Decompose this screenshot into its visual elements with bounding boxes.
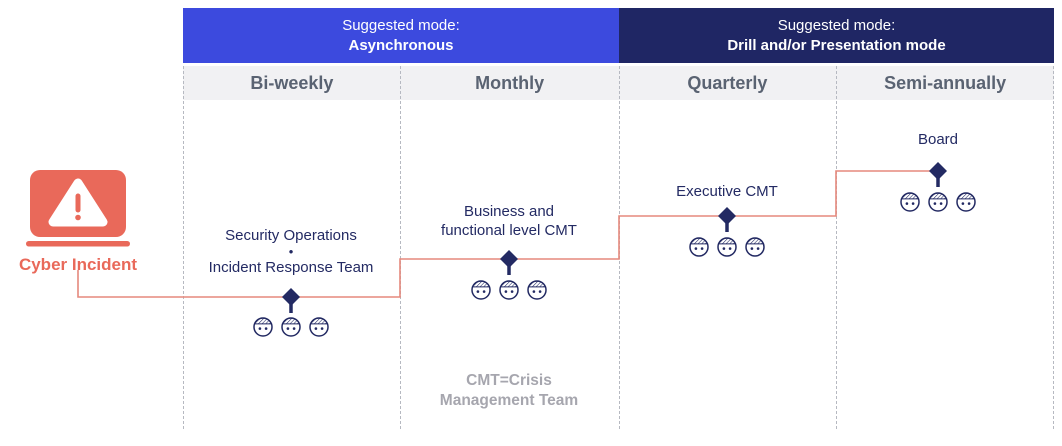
- cmt-footnote: CMT=Crisis Management Team: [439, 372, 579, 409]
- person-icon: [689, 237, 709, 257]
- station-label-quarterly: Executive CMT: [607, 182, 847, 201]
- station-label-biweekly: Security Operations • Incident Response …: [171, 226, 411, 277]
- banner-drill-presentation: Suggested mode: Drill and/or Presentatio…: [619, 8, 1054, 63]
- station-label-line: Executive CMT: [676, 183, 778, 200]
- station-label-separator-dot: •: [288, 244, 294, 259]
- milestone-diamond-biweekly: [282, 288, 300, 313]
- milestone-diamond-quarterly: [718, 207, 736, 232]
- column-divider: [836, 66, 837, 429]
- person-icon: [527, 280, 547, 300]
- column-divider: [1053, 66, 1054, 429]
- person-icon: [471, 280, 491, 300]
- banner-prefix: Suggested mode:: [342, 16, 460, 34]
- person-icon: [717, 237, 737, 257]
- warning-icon: [26, 170, 130, 247]
- milestone-diamond-board: [929, 162, 947, 187]
- station-label-line: Board: [917, 131, 959, 148]
- milestone-diamond-monthly: [500, 250, 518, 275]
- station-label-line: Incident Response Team: [208, 259, 374, 276]
- person-icon: [928, 192, 948, 212]
- station-label-line: Security Operations: [225, 227, 357, 244]
- column-header-quarterly: Quarterly: [687, 72, 768, 93]
- person-icon: [745, 237, 765, 257]
- person-icon: [956, 192, 976, 212]
- person-icon: [309, 317, 329, 337]
- team-members-board: [899, 190, 977, 212]
- column-header-monthly: Monthly: [475, 72, 545, 93]
- team-members-biweekly: [252, 315, 330, 337]
- cyber-incident-source: Cyber Incident: [12, 170, 144, 275]
- column-divider: [619, 66, 620, 429]
- column-header-biweekly: Bi-weekly: [250, 72, 334, 93]
- station-label-board: Board: [818, 130, 1058, 149]
- banner-mode: Asynchronous: [348, 36, 454, 54]
- team-members-monthly: [470, 278, 548, 300]
- column-header-semiannually: Semi-annually: [884, 72, 1007, 93]
- banner-asynchronous: Suggested mode: Asynchronous: [183, 8, 619, 63]
- cadence-header-row: Bi-weekly Monthly Quarterly Semi-annuall…: [183, 66, 1054, 100]
- banner-prefix: Suggested mode:: [777, 16, 896, 34]
- person-icon: [253, 317, 273, 337]
- person-icon: [900, 192, 920, 212]
- cyber-incident-label: Cyber Incident: [18, 255, 138, 274]
- team-members-quarterly: [688, 235, 766, 257]
- person-icon: [499, 280, 519, 300]
- banner-mode: Drill and/or Presentation mode: [727, 36, 946, 54]
- person-icon: [281, 317, 301, 337]
- station-label-line: Business and: [463, 203, 555, 220]
- station-label-monthly: Business and functional level CMT: [389, 202, 629, 240]
- station-label-line: functional level CMT: [441, 222, 577, 239]
